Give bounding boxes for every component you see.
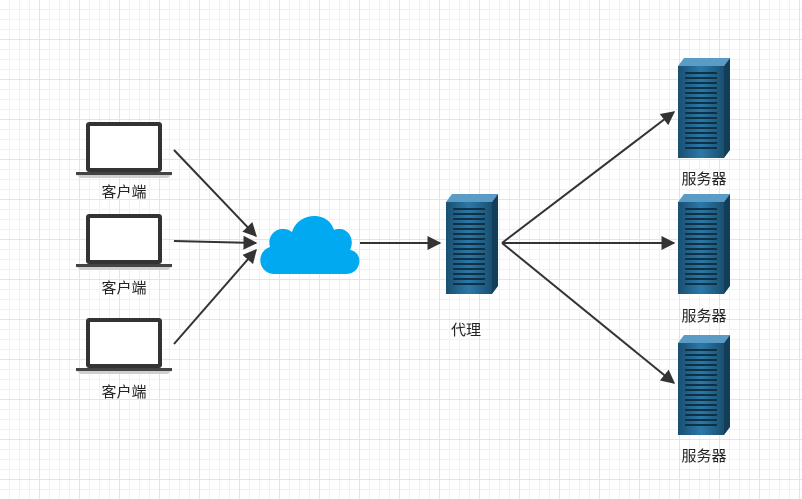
arrow-proxy-to-server1 [501,111,676,244]
arrow-client3-to-cloud [173,248,257,345]
client-label: 客户端 [101,183,147,201]
server-label: 服务器 [681,307,727,325]
server-label: 服务器 [681,170,727,188]
client-label: 客户端 [101,279,147,297]
server-icon [446,194,498,294]
cloud-icon [260,215,360,274]
arrow-client2-to-cloud [173,235,258,250]
arrow-client1-to-cloud [173,149,257,238]
laptop-icon [76,122,172,178]
server-icon [678,194,730,294]
server-label: 服务器 [681,447,727,465]
client-label: 客户端 [101,383,147,401]
laptop-icon [76,214,172,270]
proxy-label: 代理 [450,321,482,339]
laptop-icon [76,318,172,374]
server-icon [678,58,730,158]
arrow-proxy-to-server3 [501,242,676,384]
server-icon [678,335,730,435]
